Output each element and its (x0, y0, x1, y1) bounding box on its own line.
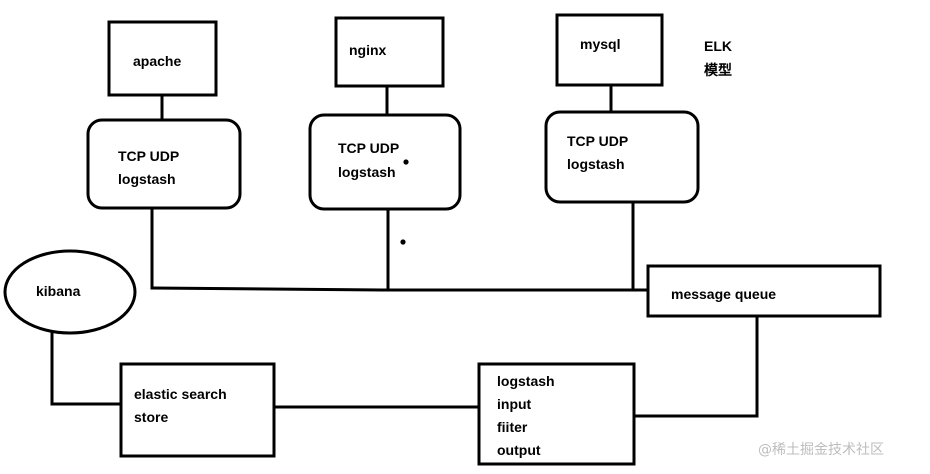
stray-dot (400, 239, 406, 245)
title-line-2: 模型 (704, 62, 732, 78)
store-label-line-1: elastic search (134, 386, 227, 402)
apache-shipper-logstash: logstash (118, 171, 176, 187)
nginx-shipper-logstash: logstash (338, 164, 396, 180)
pipeline-label-input: input (497, 396, 532, 412)
mysql-shipper-protocols: TCP UDP (567, 133, 628, 149)
stray-dot (403, 159, 409, 165)
apache-label: apache (133, 53, 181, 69)
logstash-pipeline-box (477, 362, 636, 466)
pipeline-label-filter: fiiter (497, 419, 528, 435)
mysql-label: mysql (580, 36, 620, 52)
nginx-box (334, 16, 445, 88)
mysql-shipper-logstash: logstash (567, 156, 625, 172)
queue-to-logstash-line (632, 314, 759, 418)
apache-shipper-protocols: TCP UDP (118, 148, 179, 164)
pipeline-label-output: output (497, 442, 541, 458)
apache-shipper-box (86, 118, 242, 210)
store-to-kibana-line (50, 331, 123, 406)
message-queue-label: message queue (671, 286, 776, 302)
nginx-shipper-box (308, 113, 462, 211)
message-queue-box (646, 264, 882, 318)
collector-bus (150, 286, 650, 292)
kibana-ellipse (3, 249, 137, 335)
watermark: @稀土掘金技术社区 (758, 442, 884, 458)
elasticsearch-box (119, 362, 276, 458)
title-line-1: ELK (704, 38, 732, 54)
store-label-line-2: store (134, 409, 168, 425)
kibana-label: kibana (36, 283, 81, 299)
nginx-shipper-protocols: TCP UDP (338, 140, 399, 156)
nginx-label: nginx (349, 42, 387, 58)
mysql-shipper-box (544, 110, 700, 204)
pipeline-label-logstash: logstash (497, 373, 555, 389)
